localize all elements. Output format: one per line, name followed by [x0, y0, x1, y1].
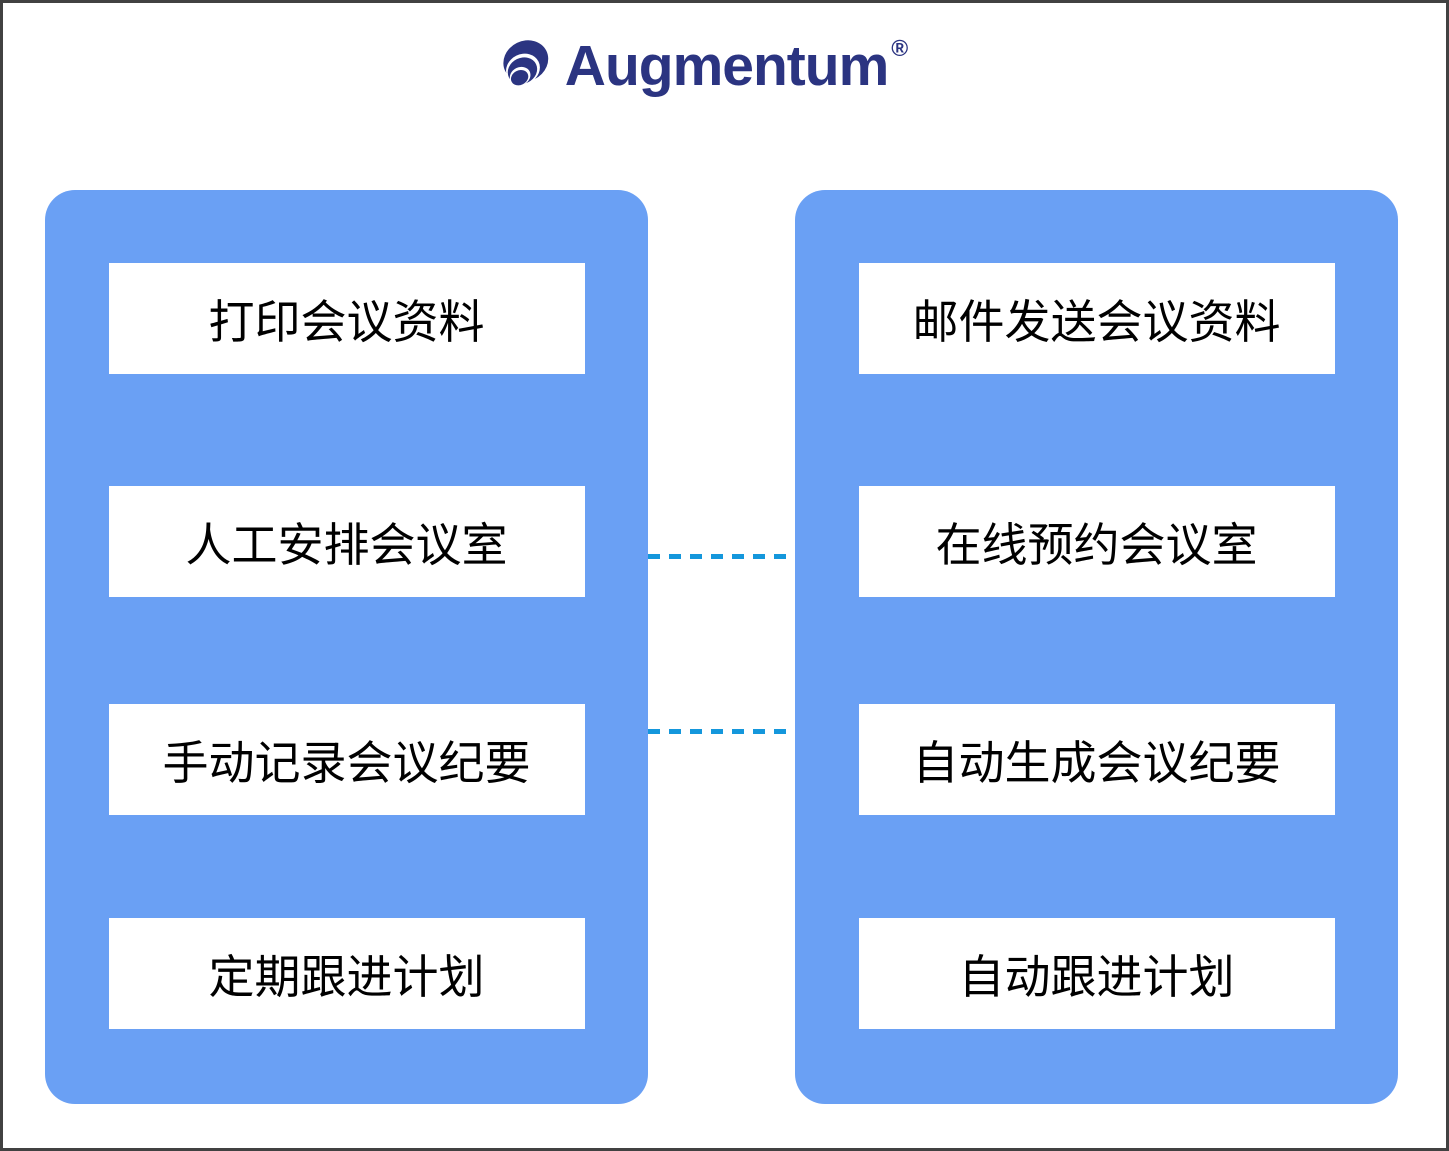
step-box-print-materials: 打印会议资料: [108, 263, 585, 374]
step-box-auto-followup: 自动跟进计划: [858, 918, 1335, 1029]
swirl-shell-icon: [503, 40, 549, 86]
step-box-email-materials: 邮件发送会议资料: [858, 263, 1335, 374]
step-box-periodic-followup: 定期跟进计划: [108, 918, 585, 1029]
step-box-manual-minutes: 手动记录会议纪要: [108, 704, 585, 815]
logo-inner: Augmentum ®: [499, 33, 908, 99]
step-box-online-room-booking: 在线预约会议室: [858, 486, 1335, 597]
manual-process-panel: 打印会议资料 人工安排会议室 手动记录会议纪要 定期跟进计划: [45, 190, 648, 1104]
logo: Augmentum ®: [3, 33, 1446, 99]
step-box-manual-room-booking: 人工安排会议室: [108, 486, 585, 597]
logo-text: Augmentum: [564, 33, 889, 98]
registered-trademark-icon: ®: [891, 35, 909, 61]
dashed-connector-row3: [648, 729, 795, 734]
dashed-connector-row2: [648, 554, 795, 559]
step-box-auto-minutes: 自动生成会议纪要: [858, 704, 1335, 815]
automated-process-panel: 邮件发送会议资料 在线预约会议室 自动生成会议纪要 自动跟进计划: [795, 190, 1398, 1104]
